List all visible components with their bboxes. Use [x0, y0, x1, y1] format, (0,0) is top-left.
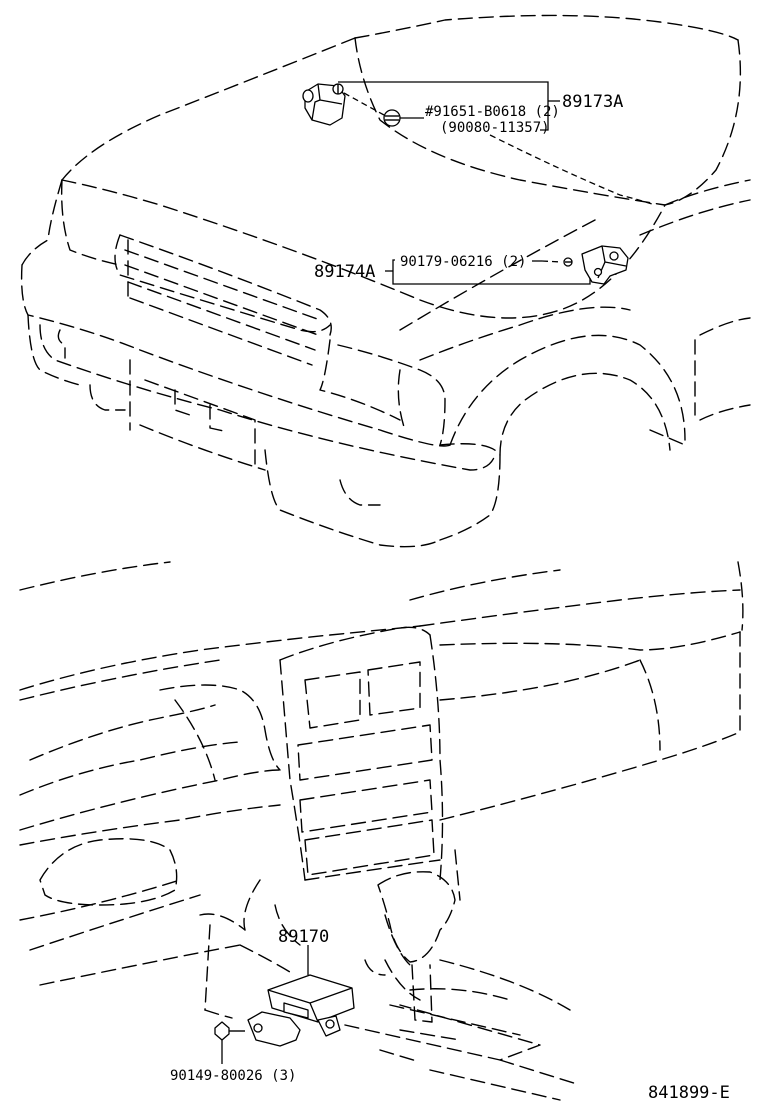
label-89173a: 89173A	[562, 92, 623, 112]
sensor-89173a-illustration	[302, 83, 401, 127]
label-91651: #91651-B0618 (2)	[425, 104, 560, 120]
label-89170: 89170	[278, 927, 329, 947]
label-90179: 90179-06216 (2)	[400, 254, 526, 270]
label-90149: 90149-80026 (3)	[170, 1068, 296, 1084]
label-90080: (90080-11357)	[440, 120, 550, 136]
leaders-89174a	[385, 259, 591, 285]
label-89174a: 89174A	[314, 262, 375, 282]
vehicle-front-outline	[20, 14, 751, 548]
leaders-89170	[221, 945, 309, 1064]
sensor-89174a-illustration	[563, 245, 629, 285]
vehicle-interior-outline	[19, 561, 744, 1101]
diagram-code: 841899-E	[648, 1083, 730, 1103]
leaders-89173a	[338, 81, 656, 206]
module-89170-illustration	[214, 974, 355, 1047]
